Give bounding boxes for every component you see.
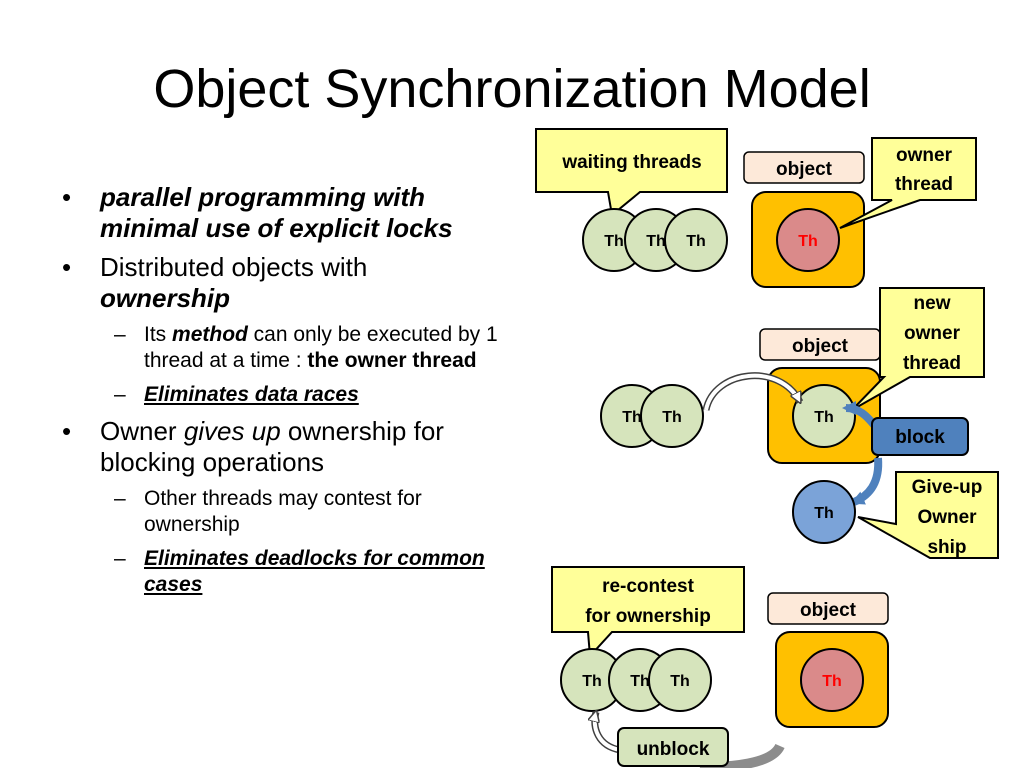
- thread-label: Th: [630, 673, 650, 690]
- thread-circle: [648, 648, 712, 712]
- thread-circle: [640, 384, 704, 448]
- object-label: object: [792, 336, 849, 357]
- callout-new-owner-line2: owner: [904, 323, 961, 344]
- callout-give-up: [857, 471, 999, 559]
- bullet-dot: •: [62, 252, 72, 282]
- bullet-emphasis: ownership: [100, 283, 231, 313]
- unblock-arrow: [595, 712, 621, 752]
- bullet-text: ownership for blocking operations: [100, 416, 444, 477]
- bullet-list: • parallel programming with minimal use …: [62, 182, 502, 606]
- bullet-item: • parallel programming with minimal use …: [62, 182, 502, 244]
- owner-thread-circle: [800, 648, 864, 712]
- callout-recontest-line1: re-contest: [602, 576, 695, 597]
- bullet-text: Distributed objects with: [100, 252, 368, 282]
- scene-initial: waiting threads Th Th Th object Th owner…: [535, 128, 977, 288]
- sub-bullet-text: Eliminates deadlocks for common cases: [144, 547, 485, 596]
- thread-circle: [664, 208, 728, 272]
- thread-label: Th: [582, 673, 602, 690]
- callout-owner-line2: thread: [895, 174, 953, 195]
- thread-label: Th: [670, 673, 690, 690]
- sub-bullet-item: – Eliminates deadlocks for common cases: [62, 546, 502, 598]
- callout-new-owner-line3: thread: [903, 353, 961, 374]
- blocked-thread-circle: [792, 480, 856, 544]
- sub-bullet-dash: –: [114, 383, 126, 406]
- bullet-emphasis: gives up: [183, 416, 281, 446]
- sub-bullet-dash: –: [114, 487, 126, 510]
- thread-label: Th: [814, 505, 834, 522]
- block-label: block: [895, 427, 945, 448]
- sub-bullet-text: can only be executed by 1 thread at a ti…: [144, 323, 498, 372]
- thread-label: Th: [814, 409, 834, 426]
- scene-recontest: re-contest for ownership Th Th Th object…: [551, 566, 889, 768]
- enter-arrow: [704, 373, 802, 411]
- bullet-text: parallel programming with minimal use of…: [100, 182, 453, 243]
- sub-bullet-item: – Other threads may contest for ownershi…: [62, 486, 502, 538]
- callout-give-up-line1: Give-up: [912, 477, 983, 498]
- object-label: object: [800, 600, 857, 621]
- bullet-item: • Owner gives up ownership for blocking …: [62, 416, 502, 478]
- callout-new-owner: [851, 287, 985, 411]
- callout-waiting-threads-label: waiting threads: [561, 152, 701, 173]
- thread-label: Th: [662, 409, 682, 426]
- callout-new-owner-line1: new: [914, 293, 951, 314]
- thread-label: Th: [646, 233, 666, 250]
- callout-owner-line1: owner: [896, 145, 953, 166]
- bullet-dot: •: [62, 416, 72, 446]
- object-label-box: [743, 151, 865, 184]
- sub-bullet-text: Other threads may contest for ownership: [144, 487, 422, 536]
- bullet-text: Owner: [100, 416, 184, 446]
- object-label: object: [776, 159, 833, 180]
- bullet-dot: •: [62, 182, 72, 212]
- callout-give-up-line2: Owner: [917, 507, 977, 528]
- sub-bullet-text: Eliminates data races: [144, 383, 359, 406]
- sub-bullet-dash: –: [114, 323, 126, 346]
- thread-label: Th: [622, 409, 642, 426]
- owner-thread-label: Th: [798, 233, 818, 250]
- callout-give-up-line3: ship: [927, 537, 966, 558]
- block-blue-arrow: [850, 457, 883, 506]
- owner-thread-circle: [776, 208, 840, 272]
- sub-bullet-strong: the owner thread: [307, 349, 477, 372]
- callout-waiting-threads: [535, 128, 728, 217]
- sub-bullet-item: – Its method can only be executed by 1 t…: [62, 322, 502, 374]
- callout-recontest: [551, 566, 745, 659]
- unblock-label-box: [617, 727, 729, 767]
- sub-bullet-emphasis: method: [172, 323, 248, 346]
- unblock-label: unblock: [637, 739, 710, 760]
- owner-thread-label: Th: [822, 673, 842, 690]
- thread-label: Th: [686, 233, 706, 250]
- new-owner-thread-circle: [792, 384, 856, 448]
- thread-label: Th: [604, 233, 624, 250]
- scene-give-up: Th Th object Th new owner thread block T…: [600, 287, 999, 559]
- bullet-item: • Distributed objects with ownership: [62, 252, 502, 314]
- block-label-box: [871, 417, 969, 456]
- sub-bullet-dash: –: [114, 547, 126, 570]
- sub-bullet-item: – Eliminates data races: [62, 382, 502, 408]
- object-label-box: [767, 592, 889, 625]
- callout-owner-thread: [839, 137, 977, 229]
- page-title: Object Synchronization Model: [153, 59, 871, 119]
- sub-bullet-text: Its: [144, 323, 173, 346]
- callout-recontest-line2: for ownership: [585, 606, 711, 627]
